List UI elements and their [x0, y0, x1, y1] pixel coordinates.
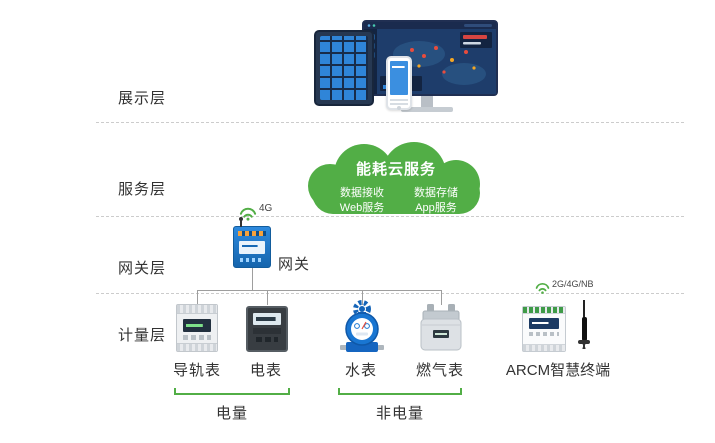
- antenna-sleeve: [581, 317, 587, 341]
- rail-meter-display: [183, 319, 211, 332]
- antenna-base: [578, 340, 590, 344]
- connector-drop-water-meter: [362, 290, 363, 305]
- gas-meter-icon: [419, 304, 463, 352]
- rail-meter-terminals: [177, 305, 217, 314]
- electric-meter-display: [253, 313, 281, 325]
- tablet-screen: [320, 36, 368, 100]
- group-bracket-electric: [174, 388, 290, 395]
- layer-separator: [96, 293, 684, 294]
- gateway-leds: [240, 258, 264, 262]
- device-label-electric-meter: 电表: [249, 362, 282, 379]
- wireless-2g4gnb-label: 2G/4G/NB: [552, 279, 594, 289]
- arcm-display: [529, 318, 559, 329]
- gateway-panel: [239, 241, 265, 254]
- monitor-dashboard-icon: [362, 20, 498, 96]
- layer-label-metering: 计量层: [118, 327, 167, 344]
- cloud-service-item: App服务: [415, 202, 457, 214]
- water-meter-icon: [340, 296, 384, 354]
- phone-content-lines: [390, 97, 408, 105]
- cloud-service-item: 数据存储: [414, 187, 458, 199]
- connector-bus: [197, 290, 442, 291]
- cloud-title: 能耗云服务: [355, 161, 436, 178]
- connector-drop-rail-meter: [197, 290, 198, 305]
- group-bracket-non-electric: [338, 388, 462, 395]
- cloud-shape: [312, 172, 480, 214]
- antenna-rod: [583, 300, 585, 318]
- device-label-arcm-terminal: ARCM智慧终端: [505, 362, 611, 379]
- device-label-water-meter: 水表: [344, 362, 377, 379]
- wireless-4g-label: 4G: [259, 203, 273, 214]
- device-label-rail-meter: 导轨表: [172, 362, 221, 379]
- monitor-stand: [421, 96, 433, 108]
- din-rail-meter-icon: [176, 304, 218, 352]
- arcm-terminal-icon: [522, 306, 566, 352]
- connector-gateway-down: [252, 268, 253, 290]
- electric-meter-buttons: [256, 337, 278, 342]
- tablet-icon: [314, 30, 374, 106]
- gateway-device-icon: [233, 217, 271, 268]
- device-label-gas-meter: 燃气表: [415, 362, 464, 379]
- wifi-signal-icon: [238, 204, 258, 221]
- cloud-service-item: 数据接收: [340, 187, 384, 199]
- energy-cloud-service: 能耗云服务 数据接收 数据存储 Web服务 App服务: [308, 142, 484, 216]
- gateway-terminals: [238, 231, 266, 236]
- connector-drop-gas-meter: [441, 290, 442, 305]
- rail-meter-terminals: [177, 343, 217, 351]
- phone-screen: [390, 61, 408, 95]
- electric-meter-icon: [246, 306, 288, 352]
- electric-meter-band: [253, 328, 281, 334]
- layer-label-display: 展示层: [118, 90, 167, 107]
- phone-icon: [386, 56, 412, 110]
- arcm-terminals: [523, 344, 565, 351]
- connector-drop-electric-meter: [267, 290, 268, 305]
- wifi-signal-icon: [534, 280, 551, 294]
- group-label-electric: 电量: [215, 405, 248, 422]
- phone-home-button: [397, 106, 401, 110]
- rail-meter-buttons: [183, 335, 211, 340]
- monitor-base: [401, 107, 453, 112]
- group-label-non-electric: 非电量: [375, 405, 424, 422]
- arcm-terminals: [523, 307, 565, 314]
- antenna-icon: [574, 300, 594, 352]
- layer-separator: [96, 216, 684, 217]
- gateway-label: 网关: [278, 256, 311, 273]
- layer-separator: [96, 122, 684, 123]
- gateway-antenna-stub: [239, 217, 243, 227]
- arcm-buttons: [529, 332, 559, 336]
- antenna-legs: [575, 343, 593, 349]
- layer-label-gateway: 网关层: [118, 260, 167, 277]
- cloud-service-item: Web服务: [339, 202, 385, 214]
- layer-label-service: 服务层: [118, 181, 167, 198]
